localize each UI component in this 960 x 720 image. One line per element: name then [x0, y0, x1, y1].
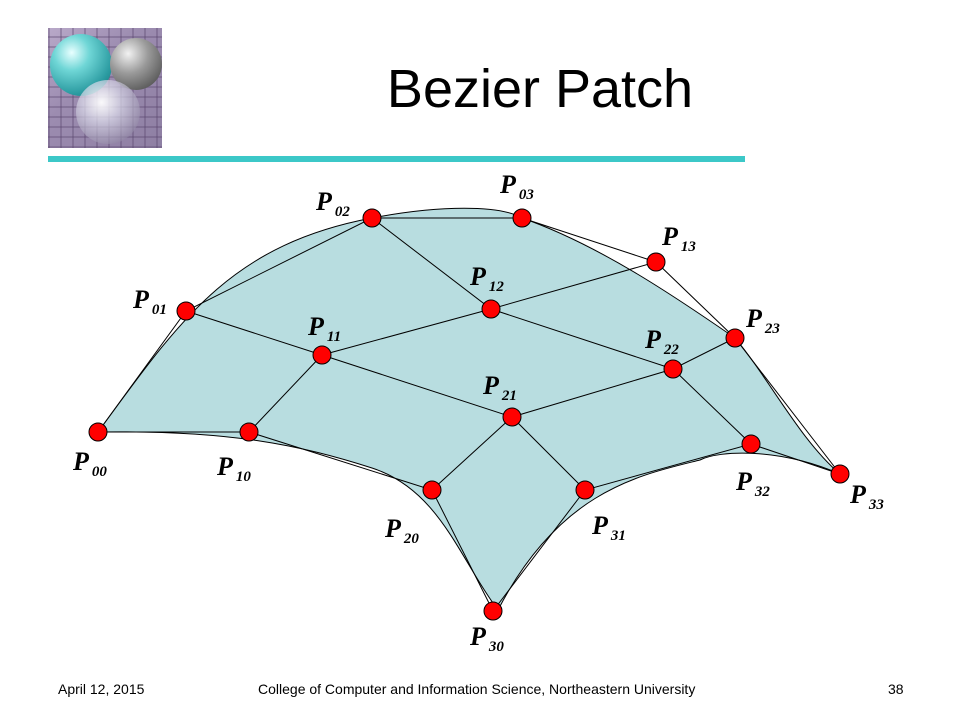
patch-surface: [97, 207, 841, 611]
control-net: [97, 217, 841, 612]
net-row-0: [97, 217, 522, 433]
control-point-p31[interactable]: [575, 480, 595, 500]
control-point-p21[interactable]: [502, 407, 522, 427]
net-col-0: [98, 431, 494, 612]
control-point-p32[interactable]: [741, 434, 761, 454]
title-underline: [48, 156, 745, 162]
control-point-p22[interactable]: [663, 359, 683, 379]
control-point-p13[interactable]: [646, 252, 666, 272]
net-row-1: [248, 261, 657, 433]
net-col-2: [371, 217, 752, 445]
net-row-3: [492, 443, 841, 612]
control-point-p03[interactable]: [512, 208, 532, 228]
control-point-p01[interactable]: [176, 301, 196, 321]
footer-page-number: 38: [888, 681, 904, 697]
control-point-p11[interactable]: [312, 345, 332, 365]
control-point-p10[interactable]: [239, 422, 259, 442]
control-point-p20[interactable]: [422, 480, 442, 500]
control-point-p23[interactable]: [725, 328, 745, 348]
control-point-p33[interactable]: [830, 464, 850, 484]
control-point-p30[interactable]: [483, 601, 503, 621]
control-point-p00[interactable]: [88, 422, 108, 442]
net-col-3: [521, 217, 841, 475]
control-point-p02[interactable]: [362, 208, 382, 228]
university-logo: [48, 28, 162, 148]
slide-title: Bezier Patch: [386, 59, 694, 119]
control-point-p12[interactable]: [481, 299, 501, 319]
net-row-2: [431, 337, 736, 491]
net-col-1: [185, 310, 586, 491]
footer-date: April 12, 2015: [58, 681, 145, 697]
footer-organization: College of Computer and Information Scie…: [258, 681, 696, 697]
control-points: [88, 208, 850, 621]
